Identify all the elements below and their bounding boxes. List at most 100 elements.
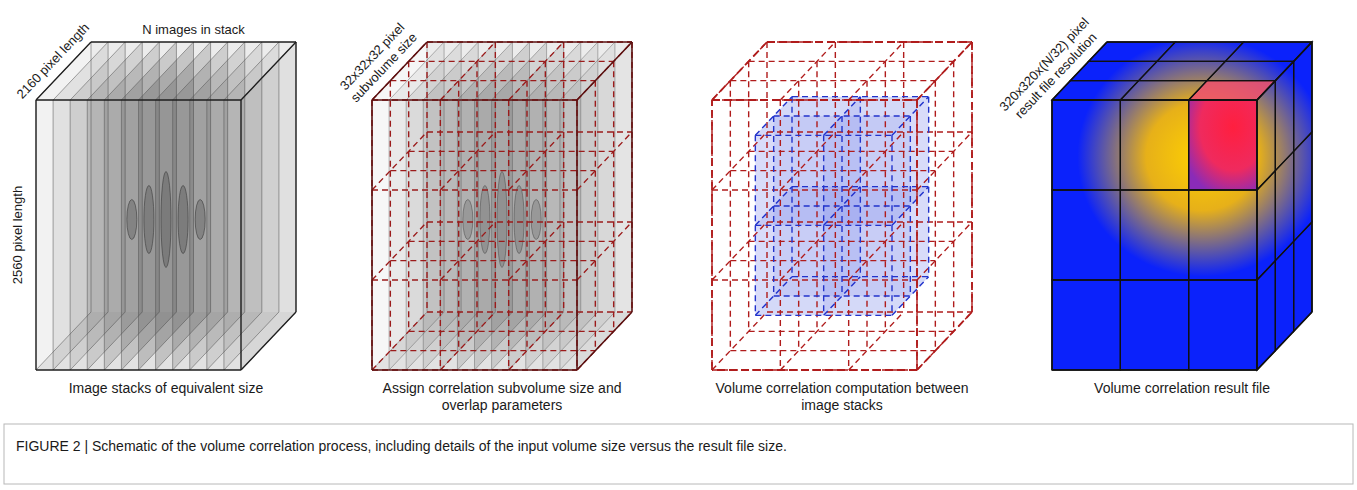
cell-border bbox=[1120, 190, 1188, 280]
grid-line bbox=[774, 295, 911, 296]
grid-line bbox=[866, 81, 867, 351]
cube-edge bbox=[372, 99, 577, 101]
grid-line bbox=[749, 241, 954, 242]
cube-edge bbox=[371, 100, 373, 370]
grid-line bbox=[545, 61, 546, 331]
cube-edge bbox=[712, 99, 917, 101]
correlation-cube bbox=[712, 42, 972, 370]
grid-line bbox=[427, 131, 632, 132]
grid-line bbox=[730, 80, 935, 81]
cube-edge bbox=[91, 41, 296, 42]
cell-border bbox=[1225, 42, 1312, 61]
cell-border bbox=[1120, 100, 1188, 190]
grid-line bbox=[372, 312, 427, 370]
grid-line bbox=[766, 42, 767, 312]
grid-line bbox=[780, 222, 835, 280]
cell-border bbox=[1070, 61, 1157, 80]
cube-edge bbox=[576, 100, 578, 370]
cube-edge bbox=[917, 42, 972, 100]
cube-edge bbox=[36, 369, 241, 370]
cube-edge bbox=[1052, 369, 1257, 371]
grid-line bbox=[390, 350, 595, 351]
grid-line bbox=[576, 100, 577, 370]
cube-edge bbox=[295, 42, 296, 312]
cube-edge bbox=[1052, 99, 1257, 101]
grid-line bbox=[372, 222, 427, 280]
grid-line bbox=[730, 350, 935, 351]
panel-caption: Image stacks of equivalent size bbox=[31, 380, 301, 397]
grid-line bbox=[408, 61, 409, 331]
cube-edge bbox=[240, 100, 241, 370]
figure-caption: FIGURE 2 | Schematic of the volume corre… bbox=[16, 438, 1336, 455]
grid-line bbox=[440, 100, 441, 370]
cell-border bbox=[1189, 190, 1257, 280]
grid-line bbox=[409, 331, 614, 332]
grid-line bbox=[824, 187, 861, 226]
grid-line bbox=[885, 61, 886, 331]
cell-border bbox=[1189, 81, 1276, 100]
peak-cell bbox=[1189, 100, 1257, 190]
grid-line bbox=[711, 100, 712, 370]
grid-line bbox=[849, 132, 904, 190]
grid-line bbox=[509, 222, 564, 280]
grid-line bbox=[390, 81, 391, 351]
grid-line bbox=[730, 260, 935, 261]
grid-line bbox=[440, 42, 495, 100]
grid-line bbox=[509, 132, 564, 190]
grid-line bbox=[749, 151, 954, 152]
grid-line bbox=[440, 222, 495, 280]
grid-line bbox=[755, 315, 892, 316]
cube-edge bbox=[577, 42, 632, 100]
grid-line bbox=[508, 100, 509, 370]
grid-line bbox=[427, 221, 632, 222]
cell-border bbox=[1052, 81, 1139, 100]
cell-border bbox=[1052, 190, 1120, 280]
cube-edge bbox=[241, 312, 296, 370]
grid-line bbox=[928, 97, 929, 277]
result-cube bbox=[1052, 37, 1327, 371]
cube-edge bbox=[372, 369, 577, 371]
grid-line bbox=[916, 100, 917, 370]
cube-edge bbox=[917, 312, 972, 370]
grid-line bbox=[390, 170, 595, 171]
result-cell bbox=[1120, 280, 1188, 370]
grid-line bbox=[917, 42, 972, 100]
image-stack-cube bbox=[36, 42, 296, 370]
peak-cell-top bbox=[1189, 81, 1276, 100]
grid-line bbox=[712, 369, 917, 370]
grid-line bbox=[390, 80, 595, 81]
grid-line bbox=[712, 222, 767, 280]
grid-line bbox=[841, 116, 842, 296]
cube-edge bbox=[711, 100, 713, 370]
grid-line bbox=[371, 100, 372, 370]
cell-border bbox=[1089, 42, 1176, 61]
grid-line bbox=[577, 42, 632, 100]
cube-edge bbox=[1257, 42, 1312, 100]
cube-edge bbox=[1256, 100, 1258, 370]
grid-line bbox=[712, 42, 767, 100]
result-cell bbox=[1189, 100, 1257, 190]
grid-line bbox=[860, 97, 861, 277]
grid-line bbox=[971, 42, 972, 312]
dimension-label: N images in stack bbox=[94, 22, 294, 38]
grid-line bbox=[749, 61, 954, 62]
caption-frame bbox=[4, 424, 1353, 484]
grid-line bbox=[748, 61, 749, 331]
cube-edge bbox=[1311, 42, 1313, 312]
grid-line bbox=[892, 277, 929, 316]
grid-line bbox=[712, 279, 917, 280]
cell-border bbox=[1120, 81, 1207, 100]
grid-line bbox=[792, 276, 929, 277]
grid-line bbox=[526, 81, 527, 351]
cube-edge bbox=[1107, 41, 1312, 43]
grid-line bbox=[577, 312, 632, 370]
grid-line bbox=[427, 41, 632, 42]
grid-line bbox=[816, 61, 817, 331]
grid-line bbox=[631, 42, 632, 312]
grid-line bbox=[767, 131, 972, 132]
cell-border bbox=[1052, 280, 1120, 370]
grid-line bbox=[495, 42, 496, 312]
grid-line bbox=[798, 81, 799, 351]
grid-line bbox=[595, 81, 596, 351]
